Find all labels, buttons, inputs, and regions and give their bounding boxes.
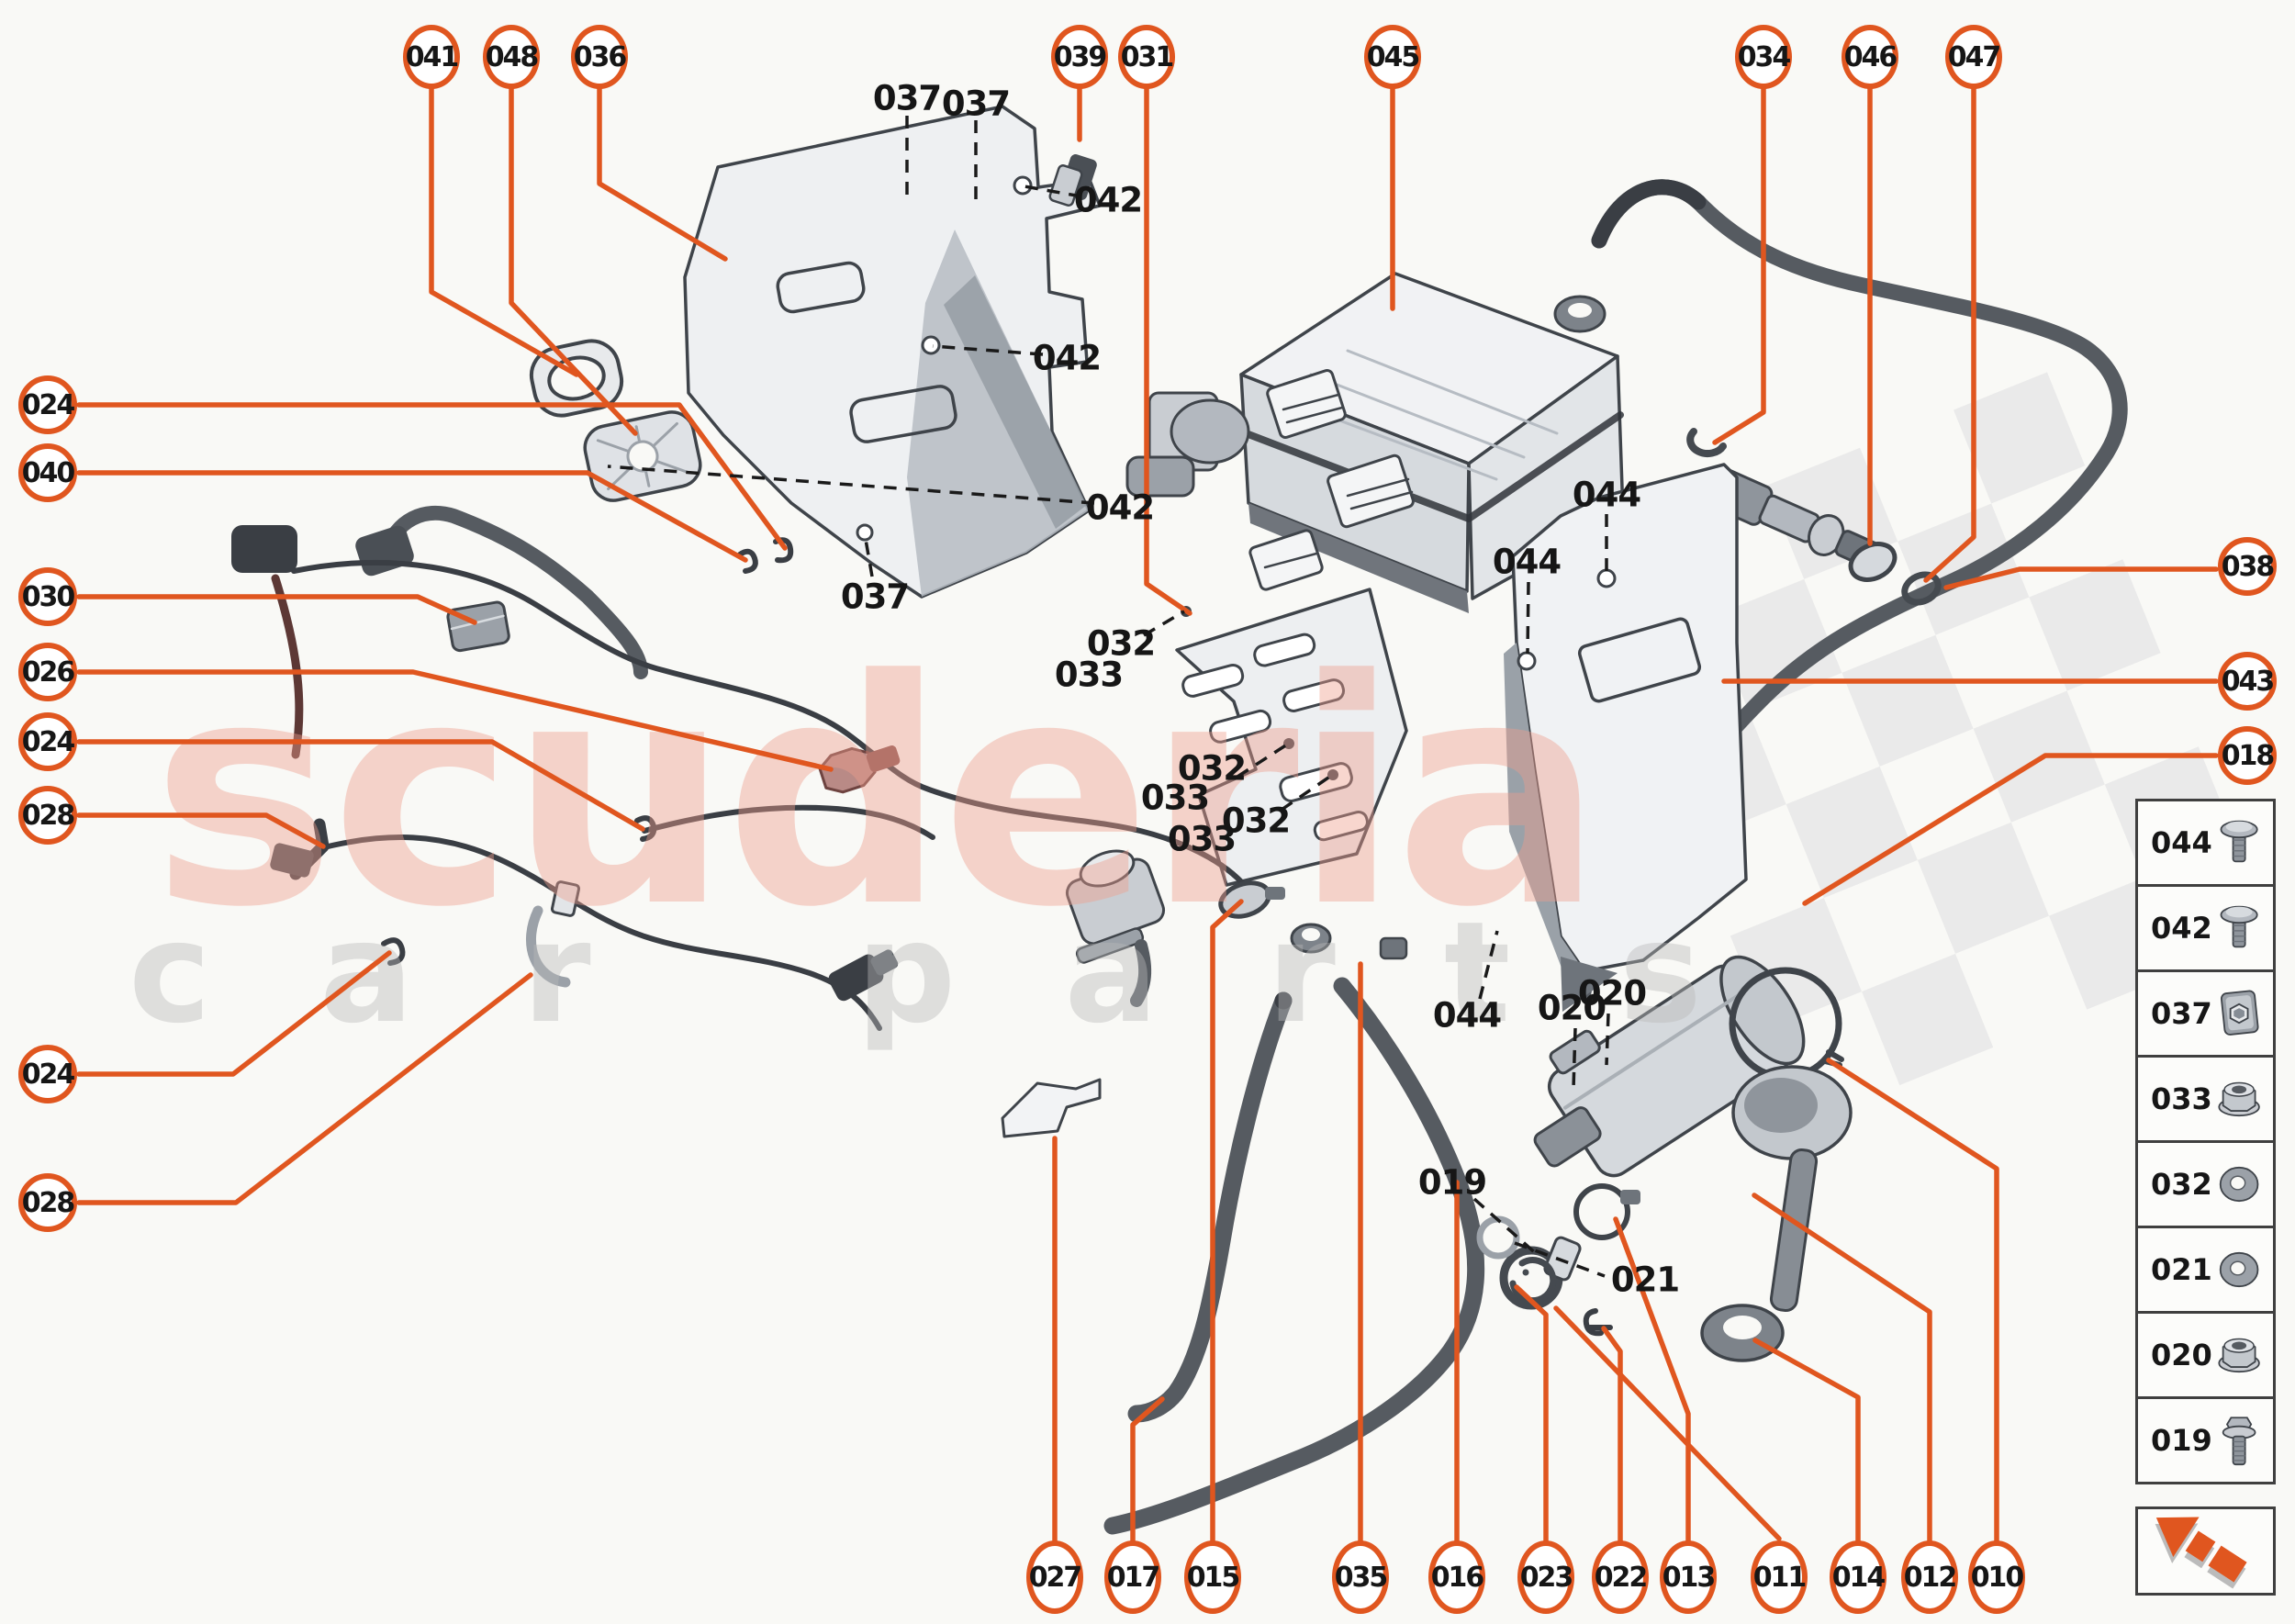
- callout-047[interactable]: 047: [1945, 25, 2002, 89]
- legend-row-044[interactable]: 044: [2135, 799, 2276, 887]
- callout-036[interactable]: 036: [571, 25, 628, 89]
- callout-026[interactable]: 026: [18, 643, 77, 701]
- legend-part-number: 037: [2151, 996, 2212, 1031]
- part-label-019: 019: [1417, 1162, 1487, 1203]
- legend-part-number: 020: [2151, 1338, 2212, 1372]
- legend-row-021[interactable]: 021: [2135, 1226, 2276, 1314]
- legend-part-number: 021: [2151, 1252, 2212, 1287]
- part-label-044: 044: [1432, 995, 1502, 1036]
- callout-038[interactable]: 038: [2218, 537, 2277, 596]
- part-label-032: 032: [1221, 801, 1291, 841]
- callout-041[interactable]: 041: [403, 25, 460, 89]
- callout-035[interactable]: 035: [1332, 1540, 1389, 1614]
- part-label-037: 037: [941, 84, 1011, 124]
- pan-screw-icon: [2212, 807, 2266, 879]
- callout-028[interactable]: 028: [18, 1173, 77, 1232]
- diagram-artwork: [231, 105, 2128, 1535]
- legend-part-number: 033: [2151, 1081, 2212, 1116]
- part-label-037: 037: [872, 78, 942, 118]
- legend-row-019[interactable]: 019: [2135, 1396, 2276, 1484]
- washer-icon: [2212, 1234, 2266, 1305]
- scuderia-arrow-logo: [2155, 1517, 2247, 1588]
- callout-016[interactable]: 016: [1428, 1540, 1485, 1614]
- callout-043[interactable]: 043: [2218, 652, 2277, 711]
- clip-nut-icon: [2212, 978, 2266, 1049]
- watermark-tagline-text: car parts: [129, 891, 1810, 1054]
- part-label-020: 020: [1537, 988, 1606, 1028]
- legend-row-033[interactable]: 033: [2135, 1055, 2276, 1143]
- callout-024[interactable]: 024: [18, 375, 77, 434]
- dashed-leaders: [607, 116, 1610, 1278]
- part-label-033: 033: [1140, 778, 1210, 818]
- brand-logo-cell[interactable]: [2135, 1506, 2276, 1596]
- callout-031[interactable]: 031: [1118, 25, 1175, 89]
- flange-nut-icon: [2212, 1063, 2266, 1135]
- part-label-042: 042: [1073, 180, 1143, 220]
- legend-part-number: 019: [2151, 1423, 2212, 1458]
- checker-watermark: [1579, 372, 2237, 1086]
- part-label-037: 037: [840, 577, 910, 617]
- part-label-044: 044: [1492, 542, 1562, 582]
- flange-nut-icon: [2212, 1319, 2266, 1391]
- washer-icon: [2212, 1148, 2266, 1220]
- callout-018[interactable]: 018: [2218, 726, 2277, 785]
- callout-010[interactable]: 010: [1968, 1540, 2025, 1614]
- callout-023[interactable]: 023: [1517, 1540, 1574, 1614]
- callout-011[interactable]: 011: [1751, 1540, 1808, 1614]
- callout-027[interactable]: 027: [1026, 1540, 1083, 1614]
- part-label-033: 033: [1167, 819, 1237, 859]
- callout-013[interactable]: 013: [1660, 1540, 1717, 1614]
- leader-lines: [76, 84, 2219, 1546]
- callout-014[interactable]: 014: [1830, 1540, 1886, 1614]
- legend-row-020[interactable]: 020: [2135, 1311, 2276, 1399]
- part-label-044: 044: [1572, 475, 1641, 515]
- legend-part-number: 044: [2151, 825, 2212, 860]
- legend-row-032[interactable]: 032: [2135, 1140, 2276, 1228]
- callout-028[interactable]: 028: [18, 786, 77, 845]
- callout-024[interactable]: 024: [18, 712, 77, 771]
- callout-046[interactable]: 046: [1842, 25, 1898, 89]
- pan-screw-icon: [2212, 892, 2266, 964]
- legend-part-number: 032: [2151, 1167, 2212, 1202]
- hardware-legend: 044 042 037 033 032 021 020 019: [2135, 799, 2276, 1484]
- callout-040[interactable]: 040: [18, 443, 77, 502]
- brand-watermark: scuderia car parts: [129, 613, 1810, 1054]
- legend-part-number: 042: [2151, 911, 2212, 946]
- callout-015[interactable]: 015: [1184, 1540, 1241, 1614]
- part-label-020: 020: [1577, 973, 1647, 1014]
- part-label-033: 033: [1054, 655, 1124, 695]
- callout-034[interactable]: 034: [1735, 25, 1792, 89]
- legend-row-042[interactable]: 042: [2135, 884, 2276, 972]
- callout-012[interactable]: 012: [1901, 1540, 1958, 1614]
- legend-row-037[interactable]: 037: [2135, 969, 2276, 1058]
- part-label-021: 021: [1610, 1260, 1680, 1300]
- part-label-032: 032: [1177, 748, 1247, 789]
- part-label-032: 032: [1086, 623, 1156, 664]
- part-label-042: 042: [1032, 338, 1102, 378]
- callout-017[interactable]: 017: [1104, 1540, 1161, 1614]
- callout-039[interactable]: 039: [1051, 25, 1108, 89]
- callout-030[interactable]: 030: [18, 567, 77, 626]
- callout-024[interactable]: 024: [18, 1045, 77, 1103]
- callout-048[interactable]: 048: [483, 25, 540, 89]
- callout-045[interactable]: 045: [1364, 25, 1421, 89]
- part-label-042: 042: [1085, 487, 1155, 528]
- flange-bolt-icon: [2212, 1405, 2266, 1476]
- callout-022[interactable]: 022: [1592, 1540, 1649, 1614]
